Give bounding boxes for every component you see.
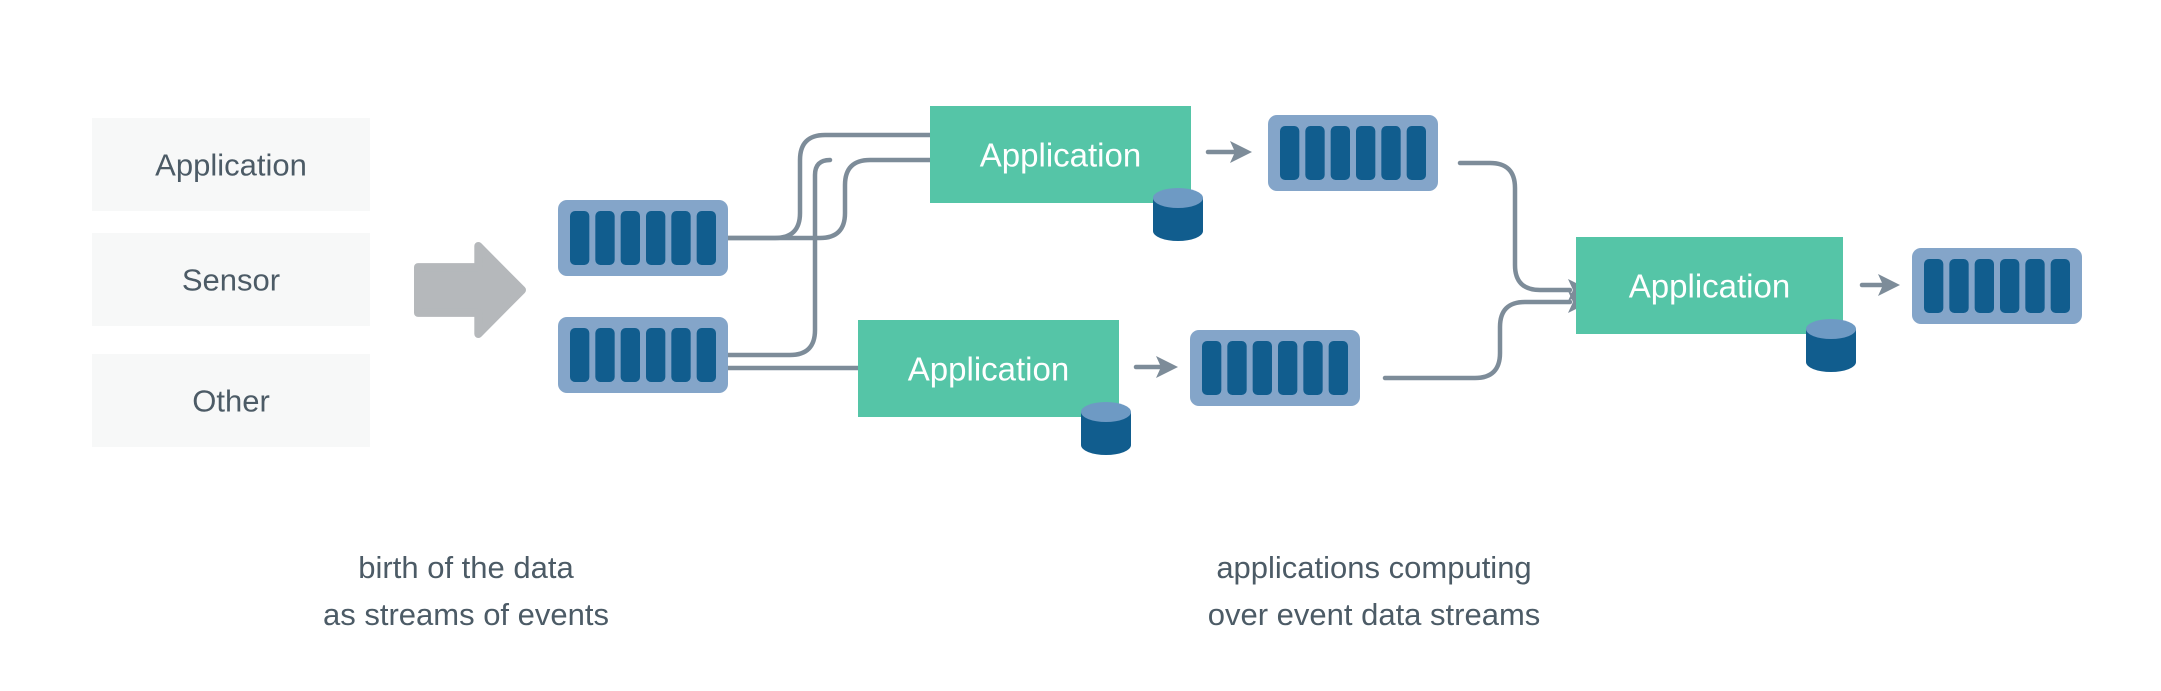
event-bar [570, 211, 590, 265]
event-bar [1924, 259, 1944, 313]
captions-group: birth of the data as streams of events app… [323, 550, 1540, 632]
event-bar [1227, 341, 1247, 395]
event-stream-icon-stream-source-bottom[interactable] [558, 317, 728, 393]
connector-bottom-stream-up-to-app [725, 157, 833, 358]
event-bar [1278, 341, 1298, 395]
connector-line [725, 157, 833, 358]
event-bar [1202, 341, 1222, 395]
source-box-other[interactable]: Other [92, 354, 370, 447]
database-body [1153, 198, 1203, 241]
event-bar [595, 211, 615, 265]
event-bar [2050, 259, 2070, 313]
database-icon [1081, 402, 1131, 455]
caption-line-2: as streams of events [323, 597, 609, 632]
event-bar [2025, 259, 2045, 313]
arrow-arrow-app-top-to-stream [1205, 141, 1252, 163]
event-bar [646, 328, 666, 382]
event-stream-icon-stream-app2-output[interactable] [1190, 330, 1360, 406]
connector-app2-out-to-final [1382, 291, 1590, 381]
event-stream-icon-stream-source-top[interactable] [558, 200, 728, 276]
event-bar [620, 328, 640, 382]
caption-line-2: over event data streams [1208, 597, 1541, 632]
event-bar [696, 328, 716, 382]
event-bar [696, 211, 716, 265]
source-box-label: Sensor [182, 263, 280, 298]
database-icon [1153, 188, 1203, 241]
arrow-arrow-app-final-to-stream [1859, 274, 1900, 296]
source-box-application[interactable]: Application [92, 118, 370, 211]
event-stream-icon-stream-app3-output[interactable] [1912, 248, 2082, 324]
database-body [1081, 412, 1131, 455]
application-node-application-final[interactable]: Application [1576, 237, 1856, 372]
event-streams-group [558, 115, 2082, 406]
application-node-application-bottom[interactable]: Application [858, 320, 1131, 455]
source-box-sensor[interactable]: Sensor [92, 233, 370, 326]
database-body [1806, 329, 1856, 372]
event-bar [671, 211, 691, 265]
event-bar [1406, 126, 1426, 180]
caption-right: applications computing over event data st… [1208, 550, 1541, 632]
database-icon [1806, 319, 1856, 372]
source-box-background [92, 233, 370, 326]
arrow-head-icon [1156, 356, 1178, 378]
event-bar [620, 211, 640, 265]
application-label: Application [1629, 268, 1790, 305]
event-bar [646, 211, 666, 265]
connector-line [1382, 299, 1573, 381]
event-bar [1381, 126, 1401, 180]
source-box-label: Other [192, 384, 270, 419]
event-bar [595, 328, 615, 382]
application-label: Application [908, 351, 1069, 388]
application-box [1576, 237, 1843, 334]
bulk-ingest-arrow-icon [414, 242, 526, 338]
source-box-background [92, 118, 370, 211]
connector-line [1457, 160, 1573, 293]
event-bar [1303, 341, 1323, 395]
connector-app1-out-to-final [1457, 160, 1590, 301]
event-bar [1280, 126, 1300, 180]
event-bar [671, 328, 691, 382]
database-top [1153, 188, 1203, 208]
arrow-head-icon [1230, 141, 1252, 163]
event-bar [2000, 259, 2020, 313]
caption-line-1: birth of the data [358, 550, 574, 585]
application-node-application-top[interactable]: Application [930, 106, 1203, 241]
database-top [1806, 319, 1856, 339]
ingest-arrow-group [414, 242, 526, 338]
application-label: Application [980, 137, 1141, 174]
event-bar [1252, 341, 1272, 395]
event-bar [1356, 126, 1376, 180]
arrow-arrow-app-bottom-to-stream [1133, 356, 1178, 378]
application-box [930, 106, 1191, 203]
event-bar [1330, 126, 1350, 180]
connector-line [725, 157, 1113, 241]
event-bar [1328, 341, 1348, 395]
event-bar [1949, 259, 1969, 313]
source-box-label: Application [155, 148, 307, 183]
event-bar [1305, 126, 1325, 180]
event-bar [570, 328, 590, 382]
application-box [858, 320, 1119, 417]
arrow-head-icon [1878, 274, 1900, 296]
event-stream-icon-stream-app1-output[interactable] [1268, 115, 1438, 191]
event-bar [1974, 259, 1994, 313]
source-box-background [92, 354, 370, 447]
caption-line-1: applications computing [1216, 550, 1531, 585]
caption-left: birth of the data as streams of events [323, 550, 609, 632]
database-top [1081, 402, 1131, 422]
